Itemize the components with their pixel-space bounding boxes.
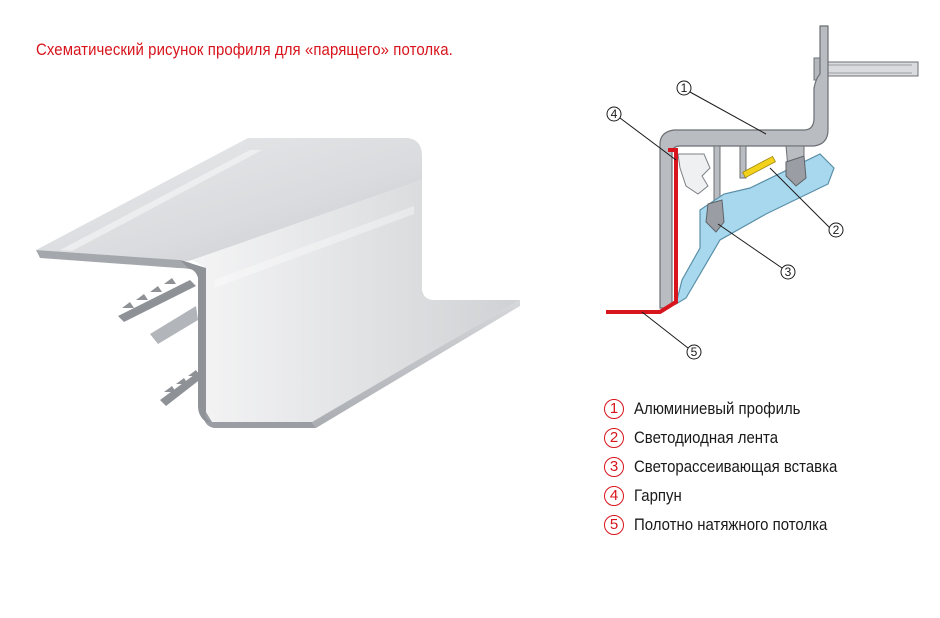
profile-front-face bbox=[192, 180, 520, 422]
legend-label: Гарпун bbox=[634, 485, 682, 505]
legend-number: 3 bbox=[604, 456, 624, 477]
svg-text:4: 4 bbox=[611, 107, 618, 121]
legend-item: 2 Светодиодная лента bbox=[604, 423, 865, 452]
profile-upper-lip bbox=[36, 250, 200, 272]
legend-item: 5 Полотно натяжного потолка bbox=[604, 510, 865, 539]
harpoon bbox=[677, 153, 711, 195]
callout-2: 2 bbox=[828, 222, 844, 238]
legend-number: 5 bbox=[604, 514, 624, 535]
profile-lower-teeth bbox=[160, 370, 202, 406]
profile-cross-section: 1 4 2 3 5 bbox=[606, 25, 919, 360]
svg-text:2: 2 bbox=[833, 223, 840, 237]
svg-text:1: 1 bbox=[681, 81, 688, 95]
diffuser-insert bbox=[675, 153, 835, 306]
legend-item: 1 Алюминиевый профиль bbox=[604, 394, 865, 423]
legend-label: Полотно натяжного потолка bbox=[634, 514, 828, 534]
profile-top-face bbox=[36, 138, 422, 261]
callout-4: 4 bbox=[606, 106, 622, 122]
led-strip bbox=[742, 155, 776, 179]
mounting-screw bbox=[813, 57, 919, 81]
legend-item: 4 Гарпун bbox=[604, 481, 865, 510]
callout-3: 3 bbox=[780, 264, 796, 280]
legend-item: 3 Светорассеивающая вставка bbox=[604, 452, 865, 481]
legend-label: Светорассеивающая вставка bbox=[634, 456, 838, 476]
svg-text:5: 5 bbox=[691, 345, 698, 359]
legend-number: 1 bbox=[604, 398, 624, 419]
profile-3d-render bbox=[36, 138, 520, 428]
callout-1: 1 bbox=[676, 80, 692, 96]
legend: 1 Алюминиевый профиль 2 Светодиодная лен… bbox=[604, 394, 865, 539]
callout-5: 5 bbox=[686, 344, 702, 360]
legend-label: Алюминиевый профиль bbox=[634, 398, 801, 418]
legend-number: 4 bbox=[604, 485, 624, 506]
profile-bottom-shelf bbox=[204, 412, 316, 428]
profile-upper-teeth bbox=[118, 278, 198, 344]
svg-text:3: 3 bbox=[785, 265, 792, 279]
diagram-title: Схематический рисунок профиля для «парящ… bbox=[36, 40, 453, 59]
legend-label: Светодиодная лента bbox=[634, 427, 779, 447]
legend-number: 2 bbox=[604, 427, 624, 448]
